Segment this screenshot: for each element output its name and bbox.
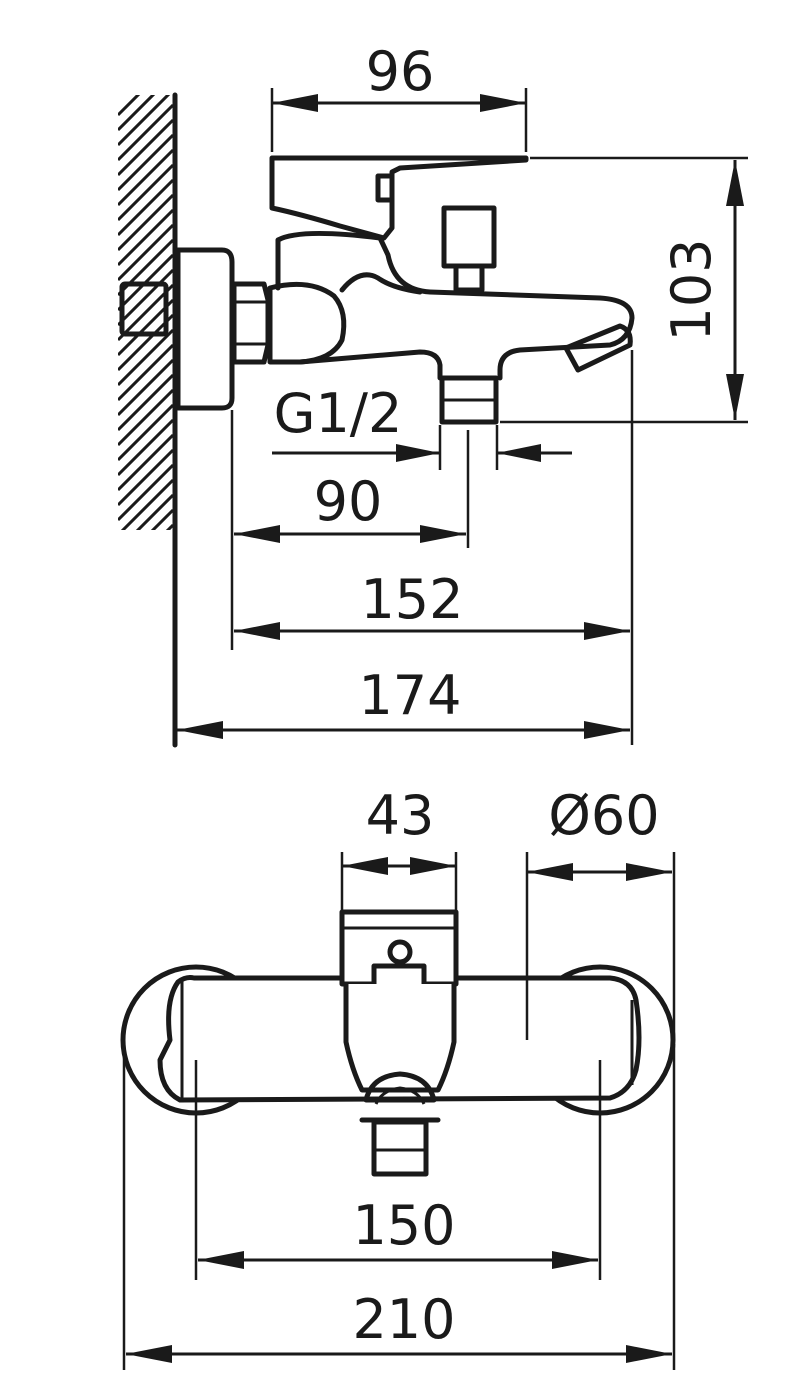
mixer-body-outline: [275, 230, 635, 381]
spout-aerator-inner: [374, 1086, 426, 1105]
hatch-line: [150, 508, 173, 530]
hatch-line: [118, 133, 173, 192]
eccentric-connector: [119, 281, 169, 337]
hatch-line: [118, 540, 173, 595]
arrow-g12-right: [497, 444, 541, 462]
hatch-line: [118, 95, 141, 117]
hatch-line: [118, 463, 173, 522]
dim-label-96: 96: [366, 40, 435, 103]
arrow-210-left: [126, 1345, 172, 1363]
hatch-line: [118, 358, 173, 417]
arrow-43-right: [410, 857, 456, 875]
arrow-96-left: [272, 94, 318, 112]
arrow-152-left: [234, 622, 280, 640]
lever-button: [375, 173, 395, 203]
dim-label-43: 43: [366, 784, 435, 847]
diverter-stem: [453, 263, 485, 293]
dim-label-g12: G1/2: [274, 382, 403, 445]
connection-nut: [231, 281, 271, 365]
hatch-line: [120, 478, 173, 530]
lever-handle: [269, 155, 529, 241]
arrow-174-left: [177, 721, 223, 739]
wall-flange: [175, 247, 235, 411]
hatch-line: [118, 95, 171, 147]
hatch-line: [118, 268, 173, 327]
arrow-60-right: [626, 863, 672, 881]
hatch-line: [118, 103, 173, 162]
arrow-43-left: [342, 857, 388, 875]
spout-body: [339, 272, 423, 295]
dim-label-210: 210: [352, 1288, 455, 1351]
spout-outlet: [563, 323, 633, 373]
hatch-line: [118, 373, 173, 432]
hatch-line: [118, 555, 173, 610]
hatch-line: [118, 223, 173, 282]
hatch-line: [118, 343, 173, 402]
hatch-line: [165, 523, 173, 530]
arrow-103-bottom: [726, 374, 744, 420]
hatch-line: [118, 95, 156, 132]
handle-screw: [387, 939, 413, 965]
hatch-line: [118, 163, 173, 222]
side-view: 96 103 G1/2 90 152 174: [118, 40, 748, 748]
hatch-line: [118, 208, 173, 267]
arrow-60-left: [527, 863, 573, 881]
bottom-inlet: [371, 1119, 429, 1177]
dim-label-60: Ø60: [548, 784, 659, 847]
dim-label-174: 174: [358, 664, 461, 727]
arrow-152-right: [584, 622, 630, 640]
arrow-g12-left: [396, 444, 440, 462]
hatch-line: [118, 118, 173, 177]
hatch-line: [118, 448, 173, 507]
hatch-line: [118, 328, 173, 387]
hatch-line: [118, 418, 173, 477]
hatch-line: [118, 388, 173, 447]
arrow-150-left: [198, 1251, 244, 1269]
hatch-line: [118, 403, 173, 462]
hatch-line: [118, 193, 173, 252]
spout-aerator: [363, 1071, 437, 1103]
hatch-line: [118, 433, 173, 492]
dim-label-103: 103: [660, 238, 723, 341]
diverter-knob: [441, 205, 497, 269]
arrow-90-left: [234, 525, 280, 543]
dim-label-90: 90: [314, 470, 383, 533]
front-view: 43 Ø60 150 210: [120, 784, 676, 1370]
central-body: [343, 981, 457, 1093]
mixer-body: [267, 281, 347, 365]
arrow-210-right: [626, 1345, 672, 1363]
arrow-150-right: [552, 1251, 598, 1269]
hatch-line: [118, 178, 173, 237]
hatch-line: [135, 493, 173, 530]
dim-label-150: 150: [352, 1194, 455, 1257]
arrow-90-right: [420, 525, 466, 543]
hatch-line: [118, 148, 173, 207]
dim-label-152: 152: [360, 568, 463, 631]
arrow-96-right: [480, 94, 526, 112]
arrow-103-top: [726, 160, 744, 206]
arrow-174-right: [584, 721, 630, 739]
